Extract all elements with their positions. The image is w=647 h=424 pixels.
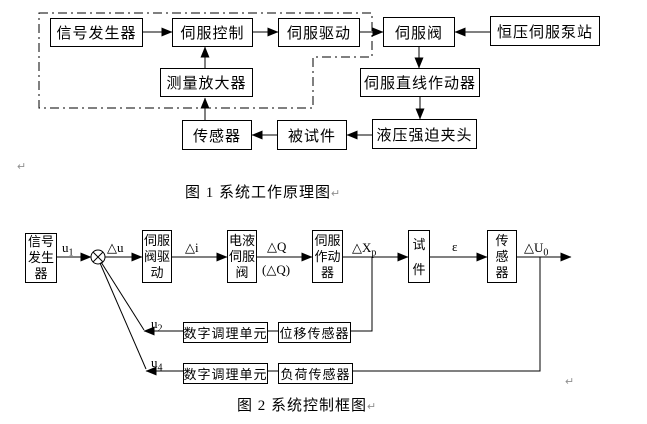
f1-box-servo-drive: 伺服驱动 <box>278 18 360 47</box>
label-delta-i-main: △i <box>185 240 199 255</box>
label-u1-main: u <box>62 240 69 255</box>
label-u1-sub: 1 <box>68 247 74 259</box>
label-delta-q-paren: (△Q) <box>262 262 290 278</box>
f2-box-electro-hydraulic-servo-valve: 电液 伺服 阀 <box>227 230 257 283</box>
f2-box-digital-conditioning-unit-load: 数字调理单元 <box>183 363 268 384</box>
f2-box-test-specimen: 试 件 <box>408 230 430 283</box>
label-delta-q-paren-main: (△Q) <box>262 262 291 277</box>
f1-box-servo-control: 伺服控制 <box>172 18 253 47</box>
label-delta-u0-sub: 0 <box>543 247 549 259</box>
label-delta-u0-main: △U <box>524 240 544 255</box>
label-delta-u: △u <box>107 240 124 256</box>
f2-box-servo-actuator: 伺服 作动 器 <box>312 230 343 283</box>
label-delta-u0: △U0 <box>524 240 549 259</box>
f1-box-servo-valve: 伺服阀 <box>383 17 455 47</box>
f2-box-load-sensor: 负荷传感器 <box>278 363 353 384</box>
figure2-feedback-lines <box>99 257 541 376</box>
paragraph-mark-icon: ↵ <box>17 161 27 173</box>
label-delta-q-main: △Q <box>267 239 287 254</box>
f1-box-measuring-amplifier: 测量放大器 <box>160 68 253 97</box>
label-delta-xp-main: △X <box>352 240 372 255</box>
figure1-arrows <box>143 27 490 140</box>
f2-box-signal-generator: 信号 发生 器 <box>25 233 57 283</box>
paragraph-mark-icon: ↵ <box>331 188 342 200</box>
figure2-caption-text: 图 2 系统控制框图 <box>237 398 368 414</box>
f1-box-servo-linear-actuator: 伺服直线作动器 <box>360 68 480 97</box>
label-u4-main: u <box>151 355 158 370</box>
label-delta-u-main: △u <box>107 240 124 255</box>
label-delta-i: △i <box>185 240 199 256</box>
figure1-caption-text: 图 1 系统工作原理图 <box>185 185 332 201</box>
label-u4: u4 <box>151 355 163 374</box>
figure1-dashdot-frame <box>38 12 373 109</box>
label-u2-sub: 2 <box>157 323 163 335</box>
f1-box-signal-generator: 信号发生器 <box>50 18 143 47</box>
label-u2: u2 <box>151 316 163 335</box>
f1-box-test-specimen: 被试件 <box>277 120 347 150</box>
figure1-caption: 图 1 系统工作原理图↵ <box>185 181 341 202</box>
label-delta-q: △Q <box>267 239 286 255</box>
summing-junction <box>90 249 106 265</box>
f1-box-hydraulic-forced-clamp: 液压强迫夹头 <box>372 119 477 149</box>
label-delta-xp: △Xp <box>352 240 377 259</box>
label-u1: u1 <box>62 240 74 259</box>
f1-box-constant-pressure-servo-pump-station: 恒压伺服泵站 <box>490 16 600 46</box>
paragraph-mark-icon: ↵ <box>565 376 575 388</box>
label-u2-main: u <box>151 316 158 331</box>
label-epsilon-main: ε <box>452 239 458 254</box>
f2-box-servo-valve-driver: 伺服 阀驱 动 <box>142 230 172 283</box>
f2-box-sensor: 传 感 器 <box>487 230 517 283</box>
f2-box-displacement-sensor: 位移传感器 <box>278 322 351 343</box>
f1-box-sensor: 传感器 <box>182 120 252 150</box>
label-delta-xp-sub: p <box>371 247 377 259</box>
label-u4-sub: 4 <box>157 362 163 374</box>
paragraph-mark-icon: ↵ <box>367 401 378 413</box>
f2-box-digital-conditioning-unit-displacement: 数字调理单元 <box>183 322 268 343</box>
figure2-caption: 图 2 系统控制框图↵ <box>237 394 377 415</box>
label-epsilon: ε <box>452 239 457 255</box>
